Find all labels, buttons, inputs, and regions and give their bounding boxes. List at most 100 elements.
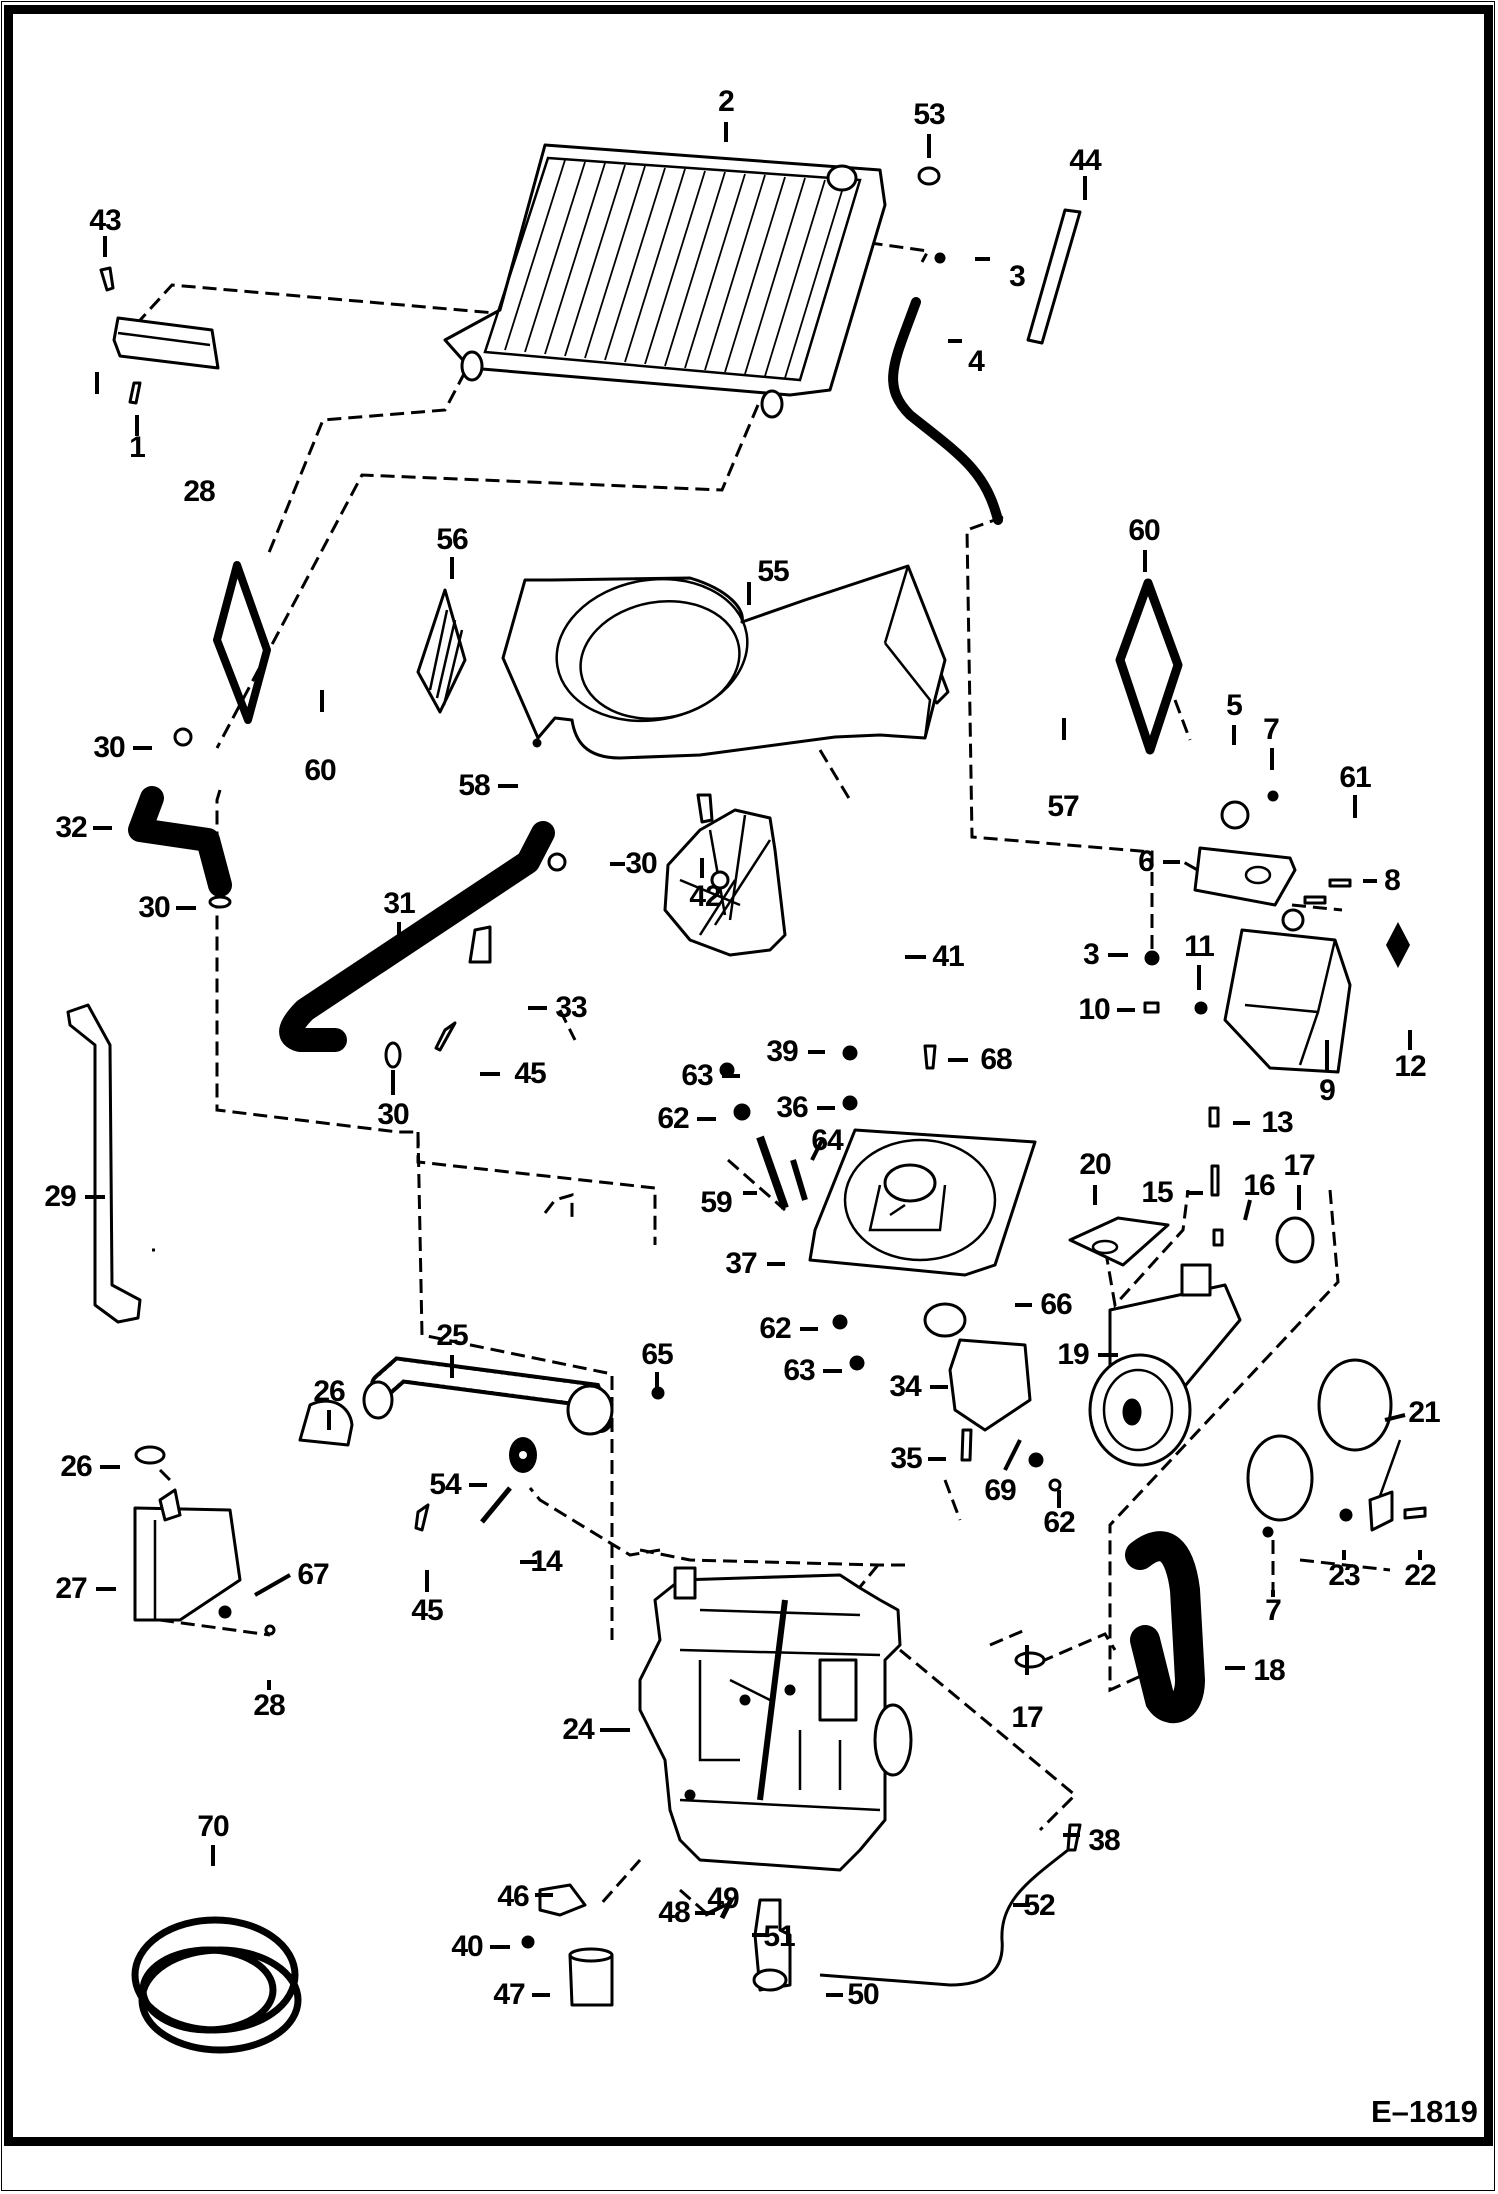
callout-13[interactable]: 13 (1261, 1106, 1293, 1139)
callout-61[interactable]: 61 (1339, 761, 1371, 794)
callout-59[interactable]: 59 (700, 1186, 732, 1219)
callout-16[interactable]: 16 (1243, 1169, 1275, 1202)
washer (1339, 1508, 1353, 1522)
callout-37[interactable]: 37 (725, 1247, 757, 1280)
clamp (934, 252, 946, 264)
callout-68[interactable]: 68 (980, 1043, 1012, 1076)
callout-7[interactable]: 7 (1265, 1594, 1282, 1627)
callout-35[interactable]: 35 (890, 1442, 922, 1475)
bolt (218, 1605, 232, 1619)
callout-27[interactable]: 27 (55, 1572, 87, 1605)
callout-50[interactable]: 50 (847, 1978, 879, 2011)
grommet (1386, 922, 1410, 968)
callout-63[interactable]: 63 (681, 1059, 713, 1092)
callout-9[interactable]: 9 (1319, 1074, 1336, 1107)
callout-44[interactable]: 44 (1069, 144, 1101, 177)
callout-22[interactable]: 22 (1404, 1559, 1436, 1592)
callout-52[interactable]: 52 (1023, 1889, 1055, 1922)
callout-30[interactable]: 30 (625, 847, 657, 880)
callout-62[interactable]: 62 (657, 1102, 689, 1135)
callout-58[interactable]: 58 (458, 769, 490, 802)
callout-69[interactable]: 69 (984, 1474, 1016, 1507)
air-cleaner (1088, 1263, 1242, 1467)
callout-21[interactable]: 21 (1408, 1396, 1440, 1429)
callout-66[interactable]: 66 (1040, 1288, 1072, 1321)
callout-49[interactable]: 49 (707, 1882, 739, 1915)
callout-25[interactable]: 25 (436, 1319, 468, 1352)
callout-55[interactable]: 55 (757, 555, 789, 588)
muffler (133, 1488, 242, 1622)
nut (849, 1355, 865, 1371)
callout-65[interactable]: 65 (641, 1338, 673, 1371)
fitting (1066, 1823, 1082, 1852)
callout-17[interactable]: 17 (1011, 1701, 1043, 1734)
callout-38[interactable]: 38 (1088, 1824, 1120, 1857)
callout-47[interactable]: 47 (493, 1978, 525, 2011)
callout-33[interactable]: 33 (555, 991, 587, 1024)
callout-63[interactable]: 63 (783, 1354, 815, 1387)
callout-32[interactable]: 32 (55, 811, 87, 844)
callout-36[interactable]: 36 (776, 1091, 808, 1124)
callout-5[interactable]: 5 (1226, 689, 1243, 722)
callout-40[interactable]: 40 (451, 1930, 483, 1963)
callout-53[interactable]: 53 (913, 98, 945, 131)
callout-26[interactable]: 26 (60, 1450, 92, 1483)
callout-19[interactable]: 19 (1057, 1338, 1089, 1371)
callout-30[interactable]: 30 (377, 1098, 409, 1131)
callout-57[interactable]: 57 (1047, 790, 1079, 823)
callout-42[interactable]: 42 (689, 880, 721, 913)
callout-4[interactable]: 4 (968, 345, 985, 378)
callout-34[interactable]: 34 (889, 1370, 921, 1403)
upper-hose (128, 786, 232, 897)
callout-60[interactable]: 60 (304, 754, 336, 787)
nut (842, 1045, 858, 1061)
callout-14[interactable]: 14 (530, 1545, 562, 1578)
washer (832, 1314, 848, 1330)
filter-head (538, 1883, 587, 1917)
clamp (1014, 1651, 1046, 1669)
callout-56[interactable]: 56 (436, 523, 468, 556)
callout-67[interactable]: 67 (297, 1558, 329, 1591)
callout-15[interactable]: 15 (1141, 1176, 1173, 1209)
callout-20[interactable]: 20 (1079, 1148, 1111, 1181)
callout-64[interactable]: 64 (811, 1124, 843, 1157)
callout-11[interactable]: 11 (1184, 930, 1215, 963)
callout-3[interactable]: 3 (1083, 938, 1100, 971)
callout-30[interactable]: 30 (138, 891, 170, 924)
callout-24[interactable]: 24 (562, 1713, 594, 1746)
callout-45[interactable]: 45 (514, 1057, 546, 1090)
callout-3[interactable]: 3 (1009, 260, 1026, 293)
callout-60[interactable]: 60 (1128, 514, 1160, 547)
callout-17[interactable]: 17 (1283, 1149, 1315, 1182)
callout-23[interactable]: 23 (1328, 1559, 1360, 1592)
callout-28[interactable]: 28 (253, 1689, 285, 1722)
callout-70[interactable]: 70 (197, 1810, 229, 1843)
callout-10[interactable]: 10 (1078, 993, 1110, 1026)
callout-31[interactable]: 31 (383, 887, 415, 920)
callout-48[interactable]: 48 (658, 1896, 690, 1929)
callout-43[interactable]: 43 (89, 204, 121, 237)
radiator (443, 143, 887, 419)
callout-62[interactable]: 62 (1043, 1506, 1075, 1539)
callout-26[interactable]: 26 (313, 1375, 345, 1408)
callout-1[interactable]: 1 (129, 431, 146, 464)
callout-62[interactable]: 62 (759, 1312, 791, 1345)
callout-7[interactable]: 7 (1263, 713, 1280, 746)
hose-bracket (468, 925, 492, 964)
callout-46[interactable]: 46 (497, 1880, 529, 1913)
callout-12[interactable]: 12 (1394, 1050, 1426, 1083)
callout-18[interactable]: 18 (1253, 1654, 1285, 1687)
callout-8[interactable]: 8 (1384, 864, 1401, 897)
callout-51[interactable]: 51 (763, 1920, 795, 1953)
callout-39[interactable]: 39 (766, 1035, 798, 1068)
callout-2[interactable]: 2 (718, 85, 735, 118)
callout-54[interactable]: 54 (429, 1468, 461, 1501)
callout-30[interactable]: 30 (93, 731, 125, 764)
callout-45[interactable]: 45 (411, 1594, 443, 1627)
callout-6[interactable]: 6 (1138, 845, 1155, 878)
callout-28[interactable]: 28 (183, 475, 215, 508)
callout-41[interactable]: 41 (932, 940, 964, 973)
callout-29[interactable]: 29 (44, 1180, 76, 1213)
